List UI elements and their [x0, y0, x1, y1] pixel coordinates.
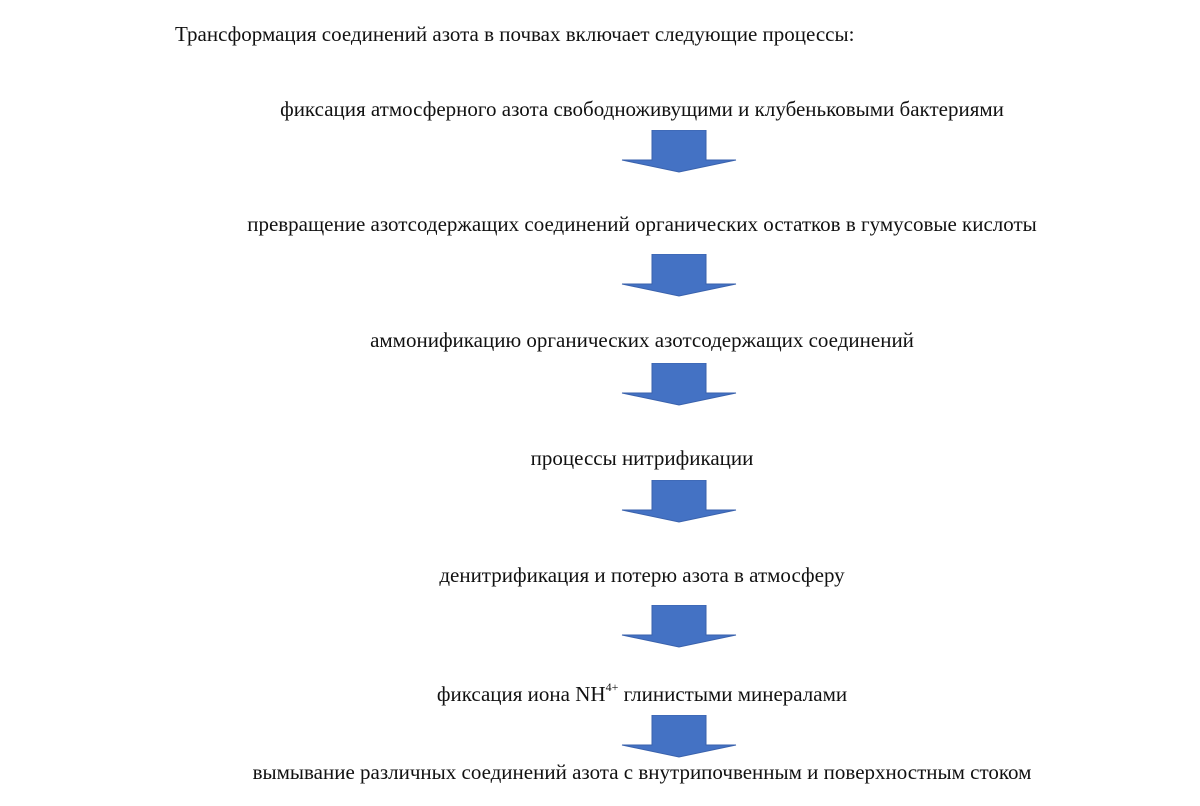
ion-formula: NH: [575, 682, 606, 706]
down-arrow-icon: [620, 605, 738, 663]
down-arrow-icon: [620, 480, 738, 538]
step-text-ammonification: аммонификацию органических азотсодержащи…: [370, 328, 914, 352]
intro-text: Трансформация соединений азота в почвах …: [175, 22, 855, 46]
step-text-before: фиксация иона: [436, 682, 576, 706]
step-text-denitrification: денитрификация и потерю азота в атмосфер…: [439, 563, 845, 587]
step-text-nitrification: процессы нитрификации: [530, 446, 754, 470]
down-arrow-icon: [620, 363, 738, 421]
step-text-nitrogen-fixation: фиксация атмосферного азота свободноживу…: [280, 97, 1004, 121]
down-arrow-icon: [620, 130, 738, 188]
down-arrow-icon: [620, 715, 738, 773]
step-text-humus-conversion: превращение азотсодержащих соединений ор…: [247, 212, 1037, 236]
step-text-ammonium-fixation: фиксация иона NH4+ глинистыми минералами: [436, 680, 848, 707]
step-text-after: глинистыми минералами: [618, 682, 848, 706]
down-arrow-icon: [620, 254, 738, 312]
ion-charge: 4+: [605, 680, 619, 694]
step-text-leaching: вымывание различных соединений азота с в…: [252, 760, 1032, 784]
